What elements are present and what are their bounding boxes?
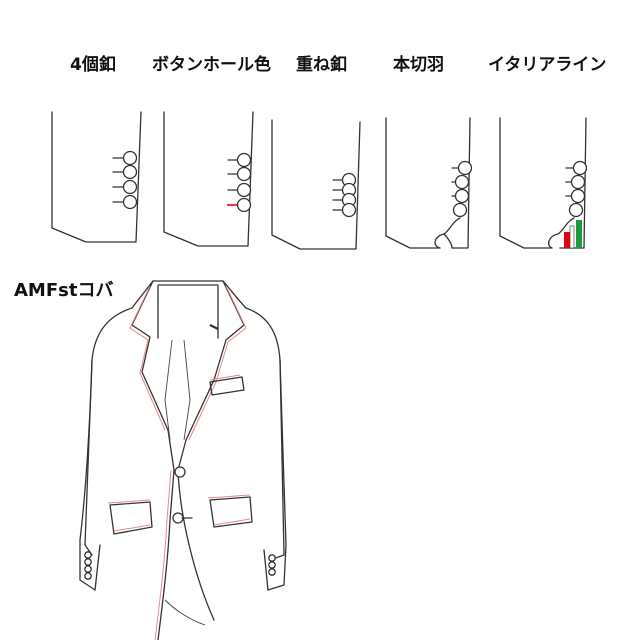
front-button	[174, 466, 186, 478]
label-italian-line: イタリアライン	[488, 55, 607, 75]
lapel-buttonhole	[209, 324, 219, 330]
label-overlapping-buttons: 重ね釦	[296, 55, 347, 75]
label-working-cuffs: 本切羽	[393, 55, 444, 75]
sleeve-buttons	[227, 152, 252, 213]
cuff-four-buttons[interactable]	[51, 111, 142, 243]
cuff-italian-line[interactable]	[499, 117, 588, 249]
sleeve-buttons	[112, 150, 138, 210]
sleeve-buttons	[451, 160, 473, 218]
sleeve-buttons	[565, 160, 588, 218]
cuff-overlapping-buttons[interactable]	[271, 119, 361, 250]
label-buttonhole-color: ボタンホール色	[152, 55, 271, 75]
label-four-buttons: 4個釦	[70, 55, 116, 75]
italian-tricolor-stripes	[564, 220, 582, 249]
cuff-working-cuffs[interactable]	[385, 117, 473, 249]
label-amf-stitch: AMFstコバ	[14, 280, 114, 301]
jacket-amf-stitch[interactable]	[79, 280, 287, 640]
cuff-buttonhole-color[interactable]	[163, 111, 254, 247]
sleeve-buttons	[332, 172, 357, 218]
